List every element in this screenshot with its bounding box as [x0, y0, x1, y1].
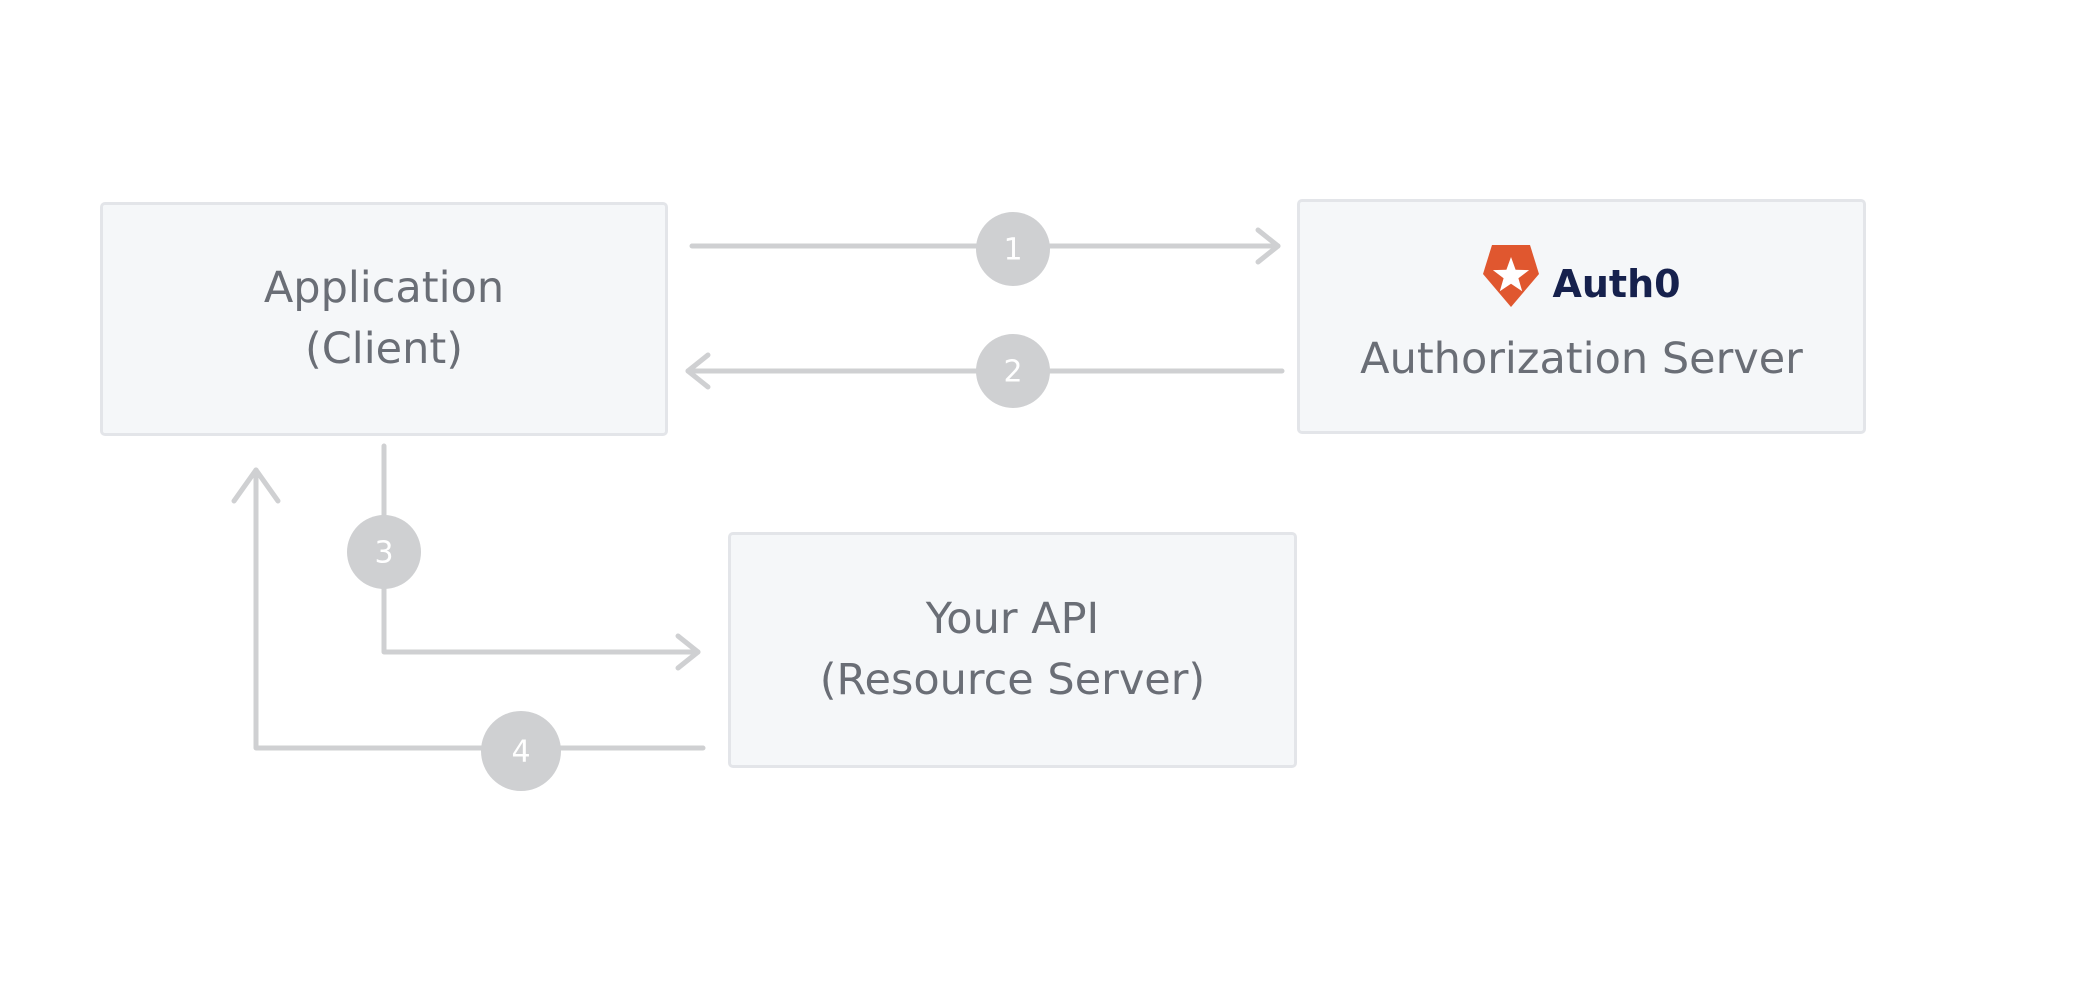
step-marker-4: 4 [481, 711, 561, 791]
arrow-2-head [685, 352, 711, 390]
arrow-3-head [675, 633, 701, 671]
api-title: Your API [925, 594, 1100, 644]
step-number-4: 4 [511, 735, 530, 770]
client-subtitle: (Client) [304, 324, 464, 374]
auth0-wordmark: Auth0 [1552, 262, 1681, 306]
arrow-4-line [253, 467, 706, 751]
client-title: Application [263, 263, 505, 313]
client-node: Application (Client) [100, 202, 668, 436]
step-number-2: 2 [1003, 355, 1022, 390]
arrow-4-head [231, 467, 281, 504]
authorization-server-node: Auth0 Authorization Server [1297, 199, 1866, 434]
step-marker-1: 1 [976, 212, 1050, 286]
auth0-shield-star-icon [1482, 244, 1540, 325]
step-marker-3: 3 [347, 515, 421, 589]
step-number-1: 1 [1003, 233, 1022, 268]
arrow-1-head [1255, 227, 1281, 265]
resource-server-node: Your API (Resource Server) [728, 532, 1297, 768]
auth0-brand: Auth0 [1482, 244, 1681, 325]
authorization-server-title: Authorization Server [1360, 333, 1803, 384]
api-subtitle: (Resource Server) [819, 655, 1206, 705]
arrow-3-line [381, 443, 701, 655]
step-number-3: 3 [374, 536, 393, 571]
step-marker-2: 2 [976, 334, 1050, 408]
